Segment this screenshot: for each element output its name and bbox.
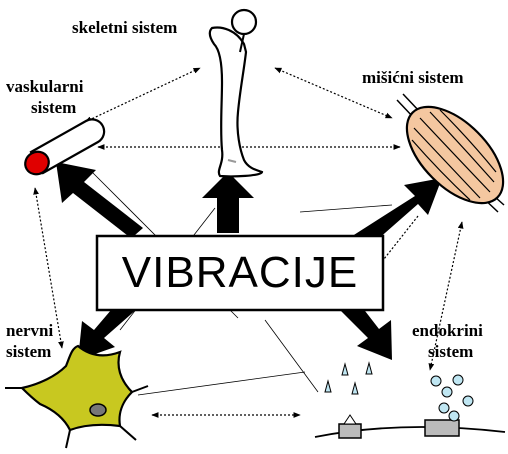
muscular-system-label: mišićni sistem [362, 68, 464, 87]
endocrine-system-label-line2: sistem [428, 342, 473, 361]
neuron-icon [5, 346, 148, 448]
nervous-system-label-line1: nervni [6, 321, 54, 340]
skeletal-system-label: skeletni sistem [72, 18, 177, 37]
vascular-system-label-line1: vaskularni [6, 77, 84, 96]
arrow-to-skeletal [202, 172, 254, 233]
arrow-to-vascular [56, 162, 143, 242]
endocrine-system-label-line1: endokrini [412, 321, 483, 340]
muscle-icon [390, 90, 508, 220]
vibration-title: VIBRACIJE [122, 248, 358, 297]
bone-icon [210, 10, 262, 176]
endocrine-cell-icon [315, 363, 505, 438]
arrow-vascular-skeletal [85, 68, 200, 122]
vascular-system-label-line2: sistem [31, 98, 76, 117]
nervous-system-label-line2: sistem [6, 342, 51, 361]
